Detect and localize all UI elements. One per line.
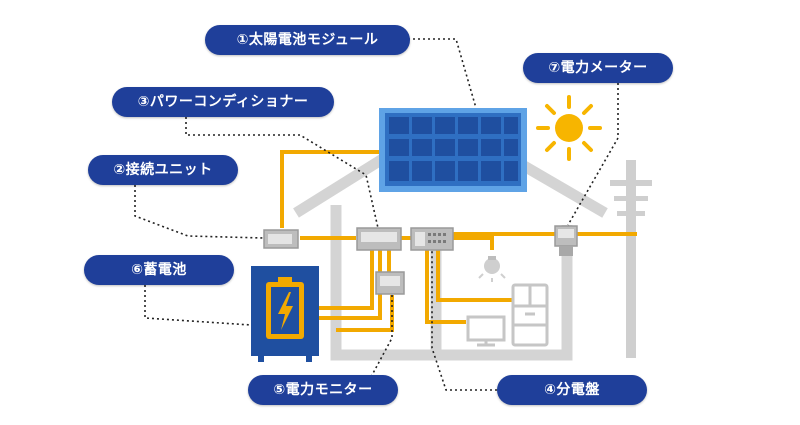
label-power-conditioner: ③パワーコンディショナー xyxy=(112,87,334,117)
label-power-monitor: ⑤電力モニター xyxy=(248,375,398,405)
lightbulb-icon xyxy=(478,256,506,282)
utility-pole-icon xyxy=(610,160,652,358)
label-storage-battery: ⑥蓄電池 xyxy=(84,255,234,285)
label-distribution-board: ④分電盤 xyxy=(497,375,647,405)
television-icon xyxy=(466,315,506,347)
power-meter-device xyxy=(554,225,578,256)
power-monitor-device xyxy=(375,271,405,295)
distribution-board-device xyxy=(410,227,454,251)
label-solar-module: ①太陽電池モジュール xyxy=(205,25,410,55)
sun-icon xyxy=(536,95,602,161)
power-conditioner-device xyxy=(356,227,402,251)
label-power-meter: ⑦電力メーター xyxy=(523,53,673,83)
leader-lines xyxy=(134,38,619,391)
junction-box-device xyxy=(263,229,299,249)
battery-bolt-icon xyxy=(251,266,319,362)
solar-panel-icon xyxy=(379,108,527,192)
label-junction-box: ②接続ユニット xyxy=(88,155,238,185)
refrigerator-icon xyxy=(511,283,549,347)
